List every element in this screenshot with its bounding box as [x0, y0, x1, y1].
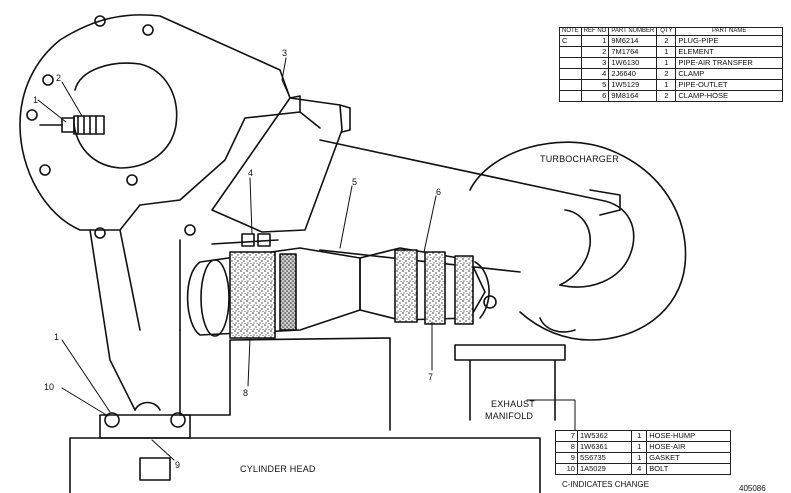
callout-5: 5: [352, 177, 357, 187]
ref-cell: 3: [580, 57, 610, 69]
part-number-cell: 1W6361: [576, 441, 633, 453]
header-ref: REF NO: [580, 27, 610, 36]
change-note: C-INDICATES CHANGE: [562, 480, 649, 489]
ref-cell: 6: [580, 90, 610, 102]
ref-cell: 5: [580, 79, 610, 91]
callout-1-bottom: 1: [54, 332, 59, 342]
qty-cell: 1: [631, 452, 648, 464]
header-qty: QTY: [656, 27, 677, 36]
qty-cell: 1: [656, 46, 677, 58]
part-name-cell: HOSE-AIR: [646, 441, 731, 453]
part-name-cell: HOSE-HUMP: [646, 430, 731, 442]
header-note: NOTE: [559, 27, 582, 36]
part-name-cell: PIPE-OUTLET: [675, 79, 783, 91]
plug-and-element: [39, 115, 105, 135]
callout-7: 7: [428, 372, 433, 382]
part-number-cell: 9M6214: [608, 35, 658, 47]
qty-cell: 1: [656, 57, 677, 69]
note-cell: [559, 90, 582, 102]
callout-4: 4: [248, 168, 253, 178]
qty-cell: 1: [631, 430, 648, 442]
callout-10: 10: [44, 382, 54, 392]
qty-cell: 1: [656, 79, 677, 91]
ref-cell: 2: [580, 46, 610, 58]
clamp: [211, 233, 279, 247]
part-name-cell: GASKET: [646, 452, 731, 464]
support-bracket: [89, 229, 181, 411]
label-turbocharger: TURBOCHARGER: [540, 154, 619, 164]
qty-cell: 4: [631, 463, 648, 475]
part-name-cell: CLAMP: [675, 68, 783, 80]
part-number-cell: 1W5362: [576, 430, 633, 442]
air-transfer-pipe: [211, 97, 351, 233]
aftercooler-flange: [19, 14, 301, 239]
header-part-number: PART NUMBER: [608, 27, 658, 36]
qty-cell: 2: [656, 35, 677, 47]
note-cell: [559, 79, 582, 91]
cylinder-head: [69, 329, 541, 493]
part-number-cell: 1W5129: [608, 79, 658, 91]
leader-lines: [37, 57, 576, 461]
ref-cell: 8: [555, 441, 578, 453]
callout-3: 3: [282, 48, 287, 58]
ref-cell: 7: [555, 430, 578, 442]
qty-cell: 2: [656, 90, 677, 102]
label-exhaust: EXHAUST: [491, 399, 535, 409]
part-name-cell: ELEMENT: [675, 46, 783, 58]
note-cell: C: [559, 35, 582, 47]
note-cell: [559, 68, 582, 80]
label-manifold: MANIFOLD: [485, 411, 533, 421]
outlet-pipe: [319, 139, 635, 288]
part-name-cell: PIPE-AIR TRANSFER: [675, 57, 783, 69]
part-number-cell: 7M1764: [608, 46, 658, 58]
part-name-cell: BOLT: [646, 463, 731, 475]
note-cell: [559, 57, 582, 69]
part-number-cell: 9M8164: [608, 90, 658, 102]
part-name-cell: PLUG-PIPE: [675, 35, 783, 47]
part-number-cell: 1W6130: [608, 57, 658, 69]
parts-table-header: NOTE REF NO PART NUMBER QTY PART NAME: [559, 27, 783, 36]
part-number-cell: 5S6735: [576, 452, 633, 464]
callout-9: 9: [175, 460, 180, 470]
callout-6: 6: [436, 187, 441, 197]
label-cylinder-head: CYLINDER HEAD: [240, 464, 316, 474]
callout-1-left: 1: [33, 95, 38, 105]
qty-cell: 2: [656, 68, 677, 80]
drawing-id: 405086: [739, 484, 766, 493]
part-name-cell: CLAMP-HOSE: [675, 90, 783, 102]
note-cell: [559, 46, 582, 58]
callout-8: 8: [243, 388, 248, 398]
exhaust-manifold: [454, 317, 576, 421]
part-number-cell: 1A5029: [576, 463, 633, 475]
ref-cell: 9: [555, 452, 578, 464]
part-number-cell: 2J6640: [608, 68, 658, 80]
ref-cell: 4: [580, 68, 610, 80]
qty-cell: 1: [631, 441, 648, 453]
air-hose: [186, 247, 361, 339]
callout-2: 2: [56, 73, 61, 83]
header-part-name: PART NAME: [675, 27, 783, 36]
turbocharger-housing: [469, 141, 687, 341]
ref-cell: 1: [580, 35, 610, 47]
hump-hose: [359, 247, 497, 325]
ref-cell: 10: [555, 463, 578, 475]
